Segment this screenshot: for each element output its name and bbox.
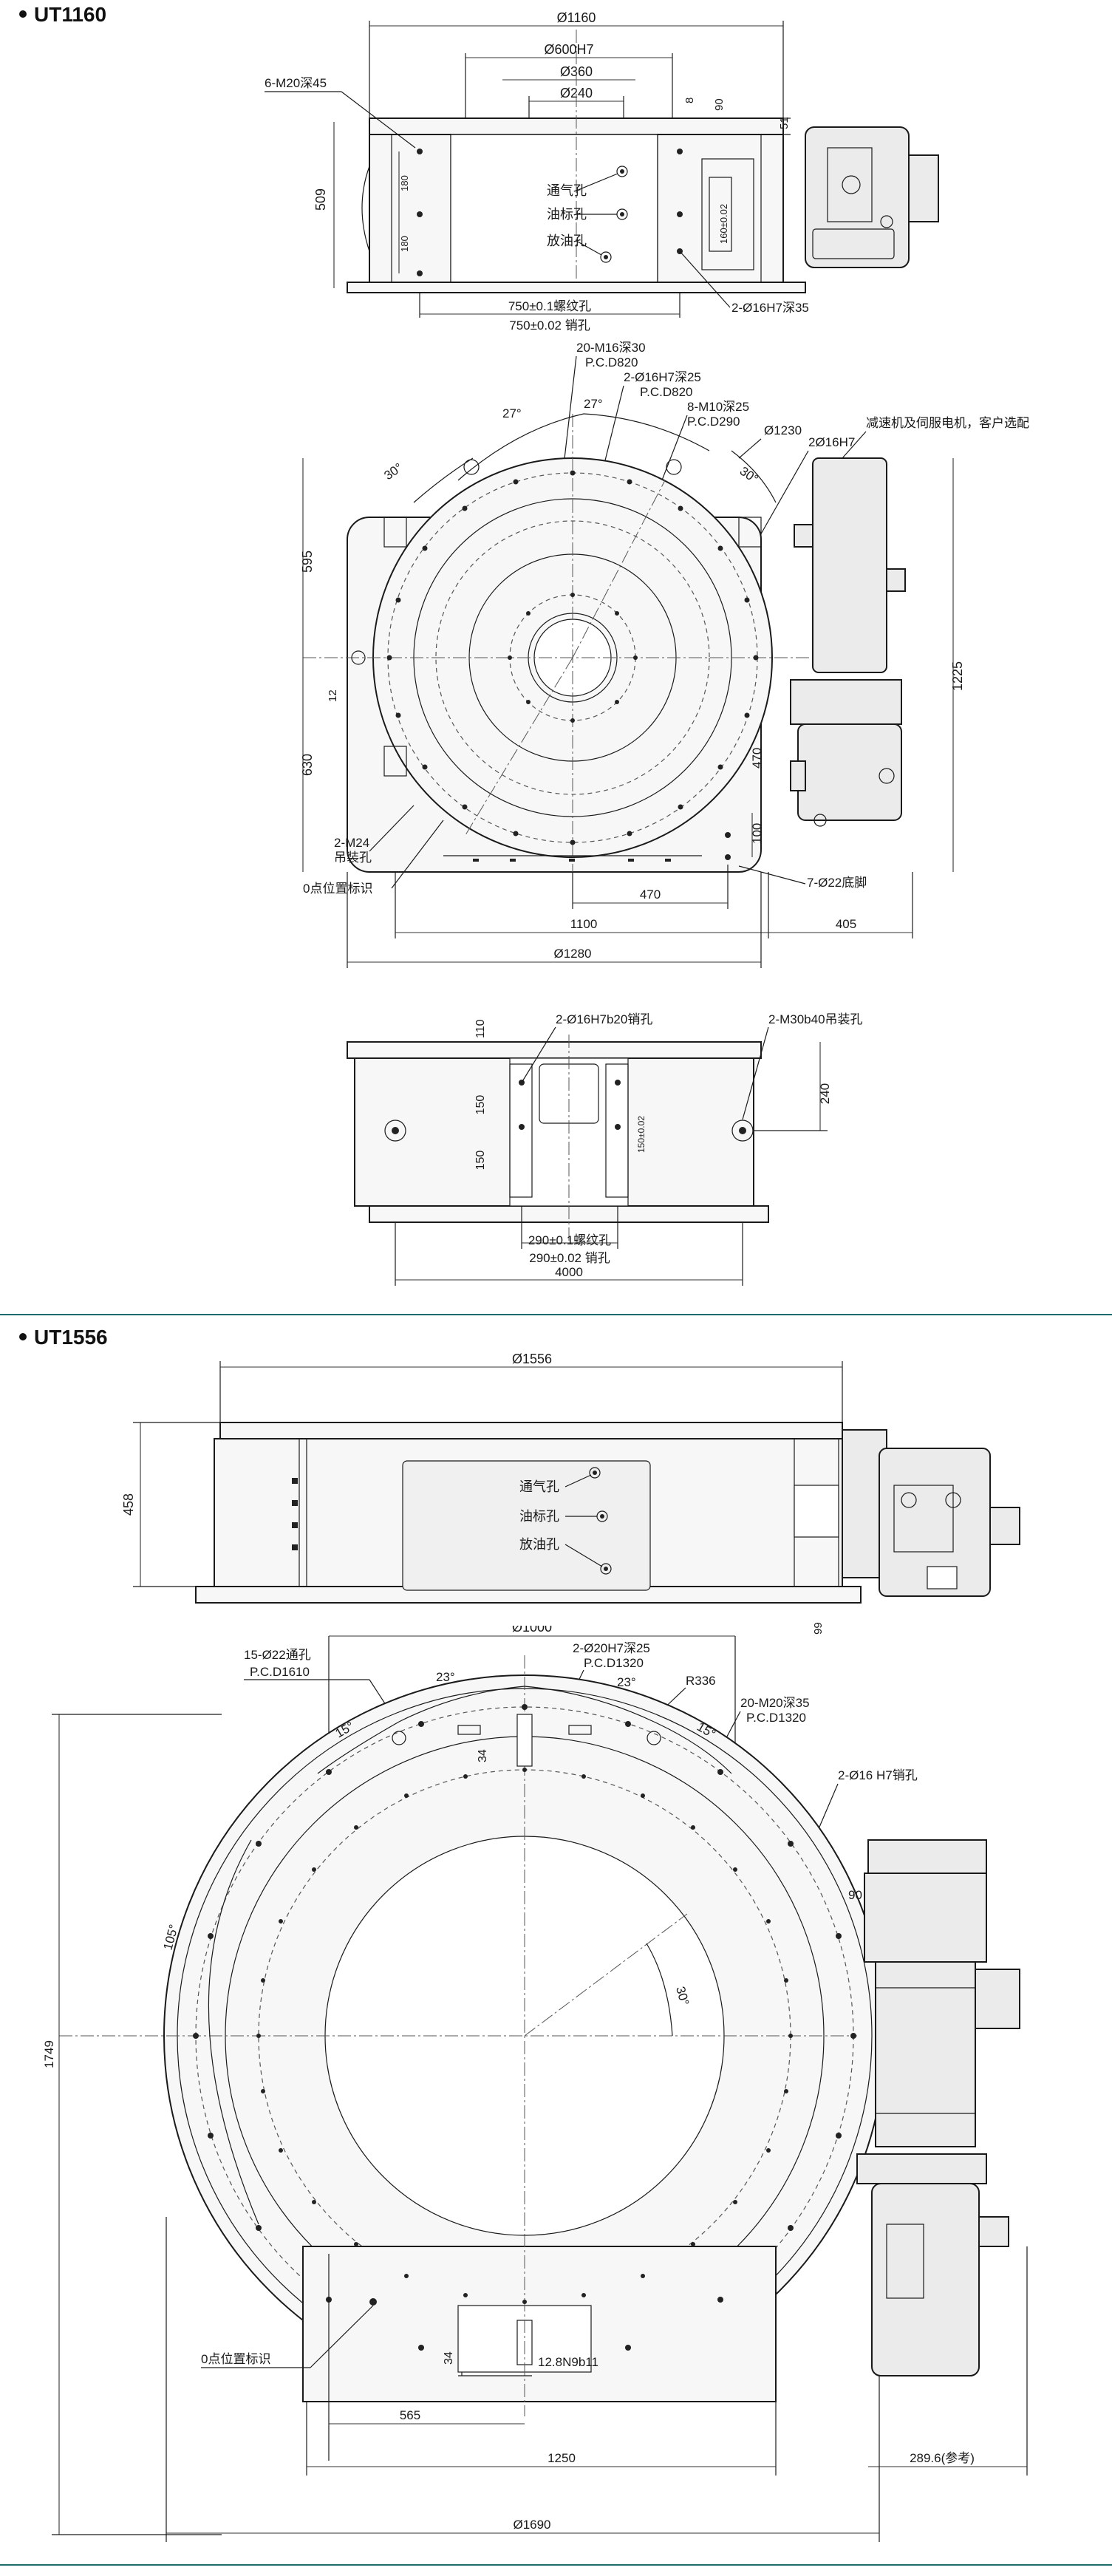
dim-d1690: Ø1690 [513,2518,550,2532]
bullet-icon [19,10,27,18]
dim-d1000: Ø1000 [512,1626,552,1635]
label-vent-hole: 通气孔 [547,183,587,198]
dim-d1160: Ø1160 [557,10,596,25]
dim-v110: 110 [474,1019,487,1038]
label-pcd820-a: P.C.D820 [585,355,638,369]
label-feet-holes: 7-Ø22底脚 [807,876,867,890]
label-d16h7: 2Ø16H7 [808,435,855,449]
dim-h150: 150±0.02 [636,1116,647,1153]
dim-w4000: 4000 [555,1265,583,1279]
label-pin-holes: 2-Ø16H7b20销孔 [556,1012,652,1026]
label-drain-hole-2: 放油孔 [519,1537,559,1552]
dim-ref-289: 289.6(参考) [910,2451,975,2465]
label-m10-holes: 8-M10深25 [687,400,749,414]
label-oil-level-hole-2: 油标孔 [519,1509,559,1524]
dim-d1230: Ø1230 [764,423,802,437]
label-m20-holes: 6-M20深45 [265,76,327,90]
angle-23b: 23° [617,1675,636,1689]
label-h20-holes: 2-Ø20H7深25 [573,1641,650,1655]
label-keyway: 12.8N9b11 [538,2355,598,2369]
angle-27a: 27° [502,406,522,420]
dim-h509: 509 [313,188,328,211]
dim-d600h7: Ø600H7 [544,42,593,57]
dim-v1749: 1749 [42,2040,56,2068]
dim-pin-750: 750±0.02 销孔 [509,318,590,333]
ut1160-side-view: 110 2-Ø16H7b20销孔 2-M30b40吊装孔 240 150 150… [347,1012,863,1286]
dim-bolt-750: 750±0.1螺纹孔 [508,299,591,313]
dim-v240: 240 [818,1083,832,1104]
dim-d240: Ø240 [560,86,593,100]
bullet-icon [19,1332,27,1340]
label-pcd1320-b: P.C.D1320 [746,1711,806,1725]
ut1556-top-view: Ø1000 15-Ø22通孔 P.C.D1610 2-Ø20H7深25 P.C.… [42,1626,1028,2542]
dim-v34a: 34 [477,1749,489,1762]
section-title-ut1556: UT1556 [19,1326,108,1349]
dim-v180a: 180 [399,175,410,191]
dim-v470: 470 [750,748,764,769]
dim-d360: Ø360 [560,64,593,79]
angle-23a: 23° [436,1670,455,1684]
angle-30a: 30° [381,460,405,483]
label-pin-16h7: 2-Ø16 H7销孔 [838,1768,918,1782]
label-motor-note: 减速机及伺服电机，客户选配 [866,416,1029,430]
dim-v630: 630 [300,754,315,776]
dim-d1556: Ø1556 [512,1352,552,1366]
label-oil-level-hole: 油标孔 [547,207,587,222]
label-m24: 2-M24 [334,836,369,850]
dim-v150a: 150 [474,1095,487,1115]
label-m16-holes: 20-M16深30 [576,341,646,355]
angle-30b: 30° [737,464,761,486]
label-r336: R336 [686,1674,716,1688]
ut1160-front-view: Ø1160 Ø600H7 Ø360 Ø240 通气孔 油标孔 放油孔 6-M20… [265,10,939,333]
dim-v595: 595 [300,551,315,573]
dim-h405: 405 [836,917,856,931]
dim-h1250: 1250 [548,2451,576,2465]
dim-bolt-290: 290±0.1螺纹孔 [528,1233,611,1247]
bolt-circle-holes [386,470,759,845]
dim-v180b: 180 [399,236,410,252]
dim-v99: 99 [812,1622,825,1635]
label-22-through-holes: 15-Ø22通孔 [244,1648,311,1662]
label-lift-hole: 吊装孔 [334,851,372,865]
dim-v12: 12 [327,689,339,702]
ut1556-front-view: Ø1556 通气孔 油标孔 放油孔 458 99 [121,1352,1020,1635]
dim-h160: 160±0.02 [718,204,729,244]
label-zero-mark: 0点位置标识 [303,882,372,896]
bottom-divider [0,2564,1112,2566]
label-zero-mark-2: 0点位置标识 [201,2352,270,2366]
dim-v1225: 1225 [950,661,965,691]
dim-v34b: 34 [443,2351,455,2365]
dim-h1100: 1100 [570,917,598,931]
label-pcd1610: P.C.D1610 [250,1665,310,1679]
dim-v150b: 150 [474,1151,487,1171]
dim-v51: 51 [778,117,791,129]
section-divider [0,1314,1112,1315]
section-title-ut1160: UT1160 [19,3,106,27]
label-m20-holes-2: 20-M20深35 [740,1696,810,1710]
dim-d1280: Ø1280 [553,947,591,961]
dim-v90: 90 [848,1888,862,1902]
label-vent-hole-2: 通气孔 [519,1479,559,1494]
dim-v8: 8 [683,98,696,103]
dim-pin-290: 290±0.02 销孔 [529,1251,610,1265]
label-pin-16h7: 2-Ø16H7深35 [731,301,809,315]
dim-v90: 90 [713,98,726,111]
label-m30-lift-holes: 2-M30b40吊装孔 [768,1012,863,1026]
label-pcd290: P.C.D290 [687,415,740,429]
dim-h458: 458 [121,1493,136,1516]
dim-v100: 100 [750,823,764,844]
label-h7-25: 2-Ø16H7深25 [624,370,701,384]
label-drain-hole: 放油孔 [547,234,587,248]
label-pcd1320-a: P.C.D1320 [584,1656,644,1670]
dim-h565: 565 [400,2408,420,2422]
label-pcd820-b: P.C.D820 [640,385,693,399]
ring-holes [193,1704,856,2351]
ut1160-top-view: 20-M16深30 P.C.D820 2-Ø16H7深25 P.C.D820 8… [300,341,1029,968]
dim-h470: 470 [640,887,661,902]
angle-27b: 27° [584,397,603,411]
